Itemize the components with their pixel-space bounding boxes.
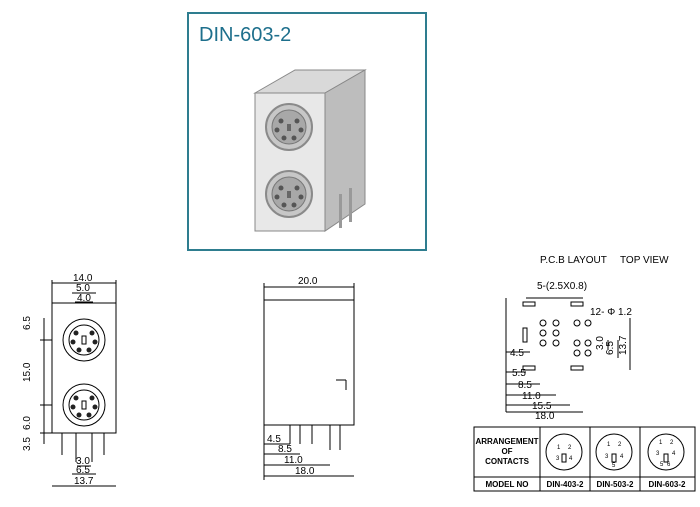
pcb-dim-h45: 4.5 (510, 348, 524, 359)
fv-dim-bot-inner: 3.0 (76, 456, 90, 467)
pin-503-3: 3 (605, 454, 609, 460)
table-model-label: MODEL NO (486, 480, 529, 489)
fv-dim-top-inner: 4.0 (77, 293, 91, 304)
sv-dim-b3: 11.0 (284, 455, 303, 466)
sv-dim-top: 20.0 (298, 276, 318, 287)
table-header-line1: ARRANGEMENT (475, 437, 538, 446)
pcb-dim-h180: 18.0 (535, 411, 555, 422)
fv-dim-top-total: 14.0 (73, 273, 93, 284)
pcb-subheading: TOP VIEW (620, 255, 669, 266)
table-model-3: DIN-603-2 (649, 480, 686, 489)
pin-503-4: 4 (620, 454, 624, 460)
fv-dim-left-mid: 15.0 (22, 362, 33, 382)
pin-403-4: 4 (569, 456, 573, 462)
pcb-dim-h155: 15.5 (532, 401, 552, 412)
pcb-dim-v3: 13.7 (618, 335, 629, 355)
pin-603-6: 6 (667, 462, 671, 468)
pcb-heading: P.C.B LAYOUT (540, 255, 607, 266)
connector-photo (253, 69, 367, 232)
fv-dim-left-lower: 6.0 (22, 416, 33, 430)
product-photo-frame: DIN-603-2 (187, 12, 427, 251)
pin-603-1: 1 (659, 440, 663, 446)
pcb-dim-v1: 3.0 (595, 336, 606, 350)
table-header-line2: OF (501, 447, 512, 456)
fv-dim-top-mid: 5.0 (76, 283, 90, 294)
pcb-dim-h85: 8.5 (518, 380, 532, 391)
product-title: DIN-603-2 (199, 24, 292, 46)
sv-dim-b4: 18.0 (295, 466, 315, 477)
pin-603-3: 3 (656, 451, 660, 457)
pin-503-2: 2 (618, 442, 622, 448)
pin-403-1: 1 (557, 445, 561, 451)
fv-dim-left-bottom: 3.5 (22, 437, 33, 451)
pin-503-1: 1 (607, 442, 611, 448)
pin-403-3: 3 (556, 456, 560, 462)
table-model-2: DIN-503-2 (597, 480, 634, 489)
pcb-dim-v2: 6.5 (605, 341, 616, 355)
table-header-line3: CONTACTS (485, 457, 530, 466)
sv-dim-b1: 4.5 (267, 434, 281, 445)
sv-dim-b2: 8.5 (278, 444, 292, 455)
fv-dim-bot-mid: 6.5 (76, 465, 90, 476)
pcb-dim-h55: 5.5 (512, 368, 526, 379)
fv-dim-bot-total: 13.7 (74, 476, 94, 487)
pcb-dim-slot: 5-(2.5X0.8) (537, 281, 587, 292)
pcb-dim-h110: 11.0 (522, 391, 541, 402)
table-model-1: DIN-403-2 (547, 480, 584, 489)
pcb-dim-hole: 12- Φ 1.2 (590, 307, 632, 318)
pin-603-4: 4 (672, 451, 676, 457)
pin-503-5: 5 (612, 463, 616, 469)
pin-603-2: 2 (670, 440, 674, 446)
pin-403-2: 2 (568, 445, 572, 451)
fv-dim-left-upper: 6.5 (22, 316, 33, 330)
pin-603-5: 5 (660, 462, 664, 468)
